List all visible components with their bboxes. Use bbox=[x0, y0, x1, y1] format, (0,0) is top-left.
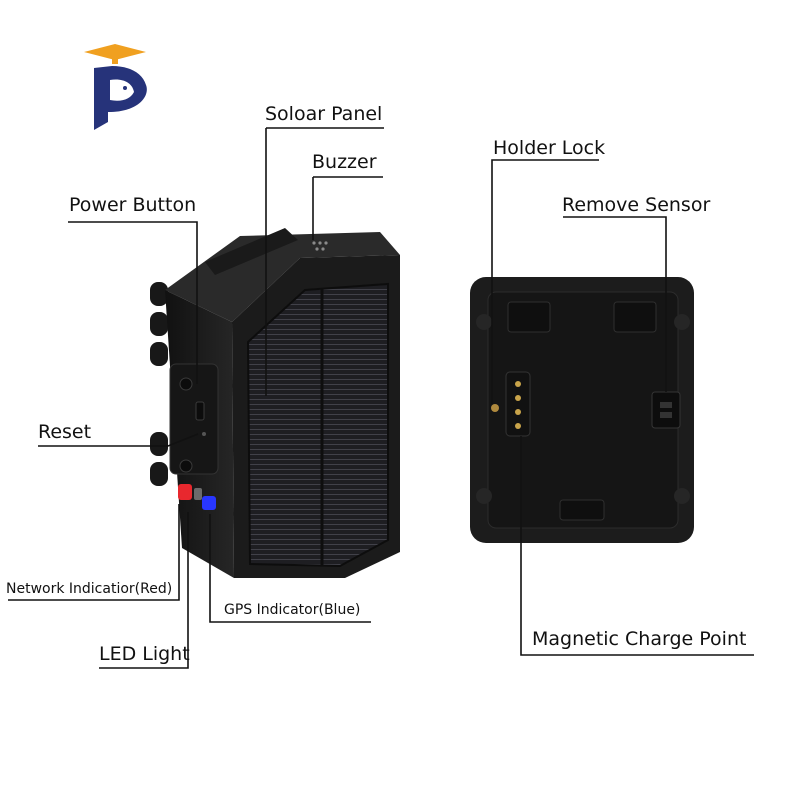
dog-eye-icon bbox=[123, 86, 127, 90]
leader-gps bbox=[209, 514, 371, 623]
label-solar-panel: Soloar Panel bbox=[265, 103, 383, 125]
dog-head-icon bbox=[110, 79, 134, 101]
reset-pinhole-icon bbox=[202, 432, 206, 436]
leader-lines bbox=[8, 127, 754, 669]
top-clip bbox=[205, 228, 298, 275]
leader-reset bbox=[38, 433, 199, 447]
mount-slots bbox=[507, 301, 657, 521]
leader-network bbox=[8, 504, 180, 601]
label-holder-lock: Holder Lock bbox=[493, 137, 606, 159]
led-light-icon bbox=[194, 488, 202, 500]
brand-logo bbox=[84, 44, 147, 130]
led-blue-icon bbox=[202, 496, 216, 510]
power-button-icon bbox=[179, 377, 193, 391]
leader-power bbox=[68, 221, 198, 384]
led-red-icon bbox=[178, 484, 192, 500]
label-remove-sensor: Remove Sensor bbox=[562, 194, 711, 216]
leader-holder bbox=[491, 159, 599, 404]
label-power-button: Power Button bbox=[69, 194, 197, 216]
cap-base bbox=[112, 56, 118, 64]
screw-icon bbox=[179, 459, 193, 473]
magnetic-connector bbox=[505, 371, 531, 437]
label-buzzer: Buzzer bbox=[312, 151, 377, 173]
label-gps-indicator: GPS Indicator(Blue) bbox=[224, 602, 361, 618]
leader-remove bbox=[563, 216, 667, 392]
graduation-cap-icon bbox=[84, 44, 146, 60]
control-panel bbox=[169, 363, 219, 475]
charge-pins-icon bbox=[515, 381, 521, 429]
device-back-view bbox=[470, 277, 694, 543]
leader-magnetic bbox=[520, 436, 754, 656]
label-reset: Reset bbox=[38, 421, 92, 443]
solar-panel bbox=[246, 282, 389, 568]
label-network-indicator: Network Indicatior(Red) bbox=[6, 581, 173, 597]
label-magnetic-charge-point: Magnetic Charge Point bbox=[532, 628, 747, 650]
leader-led bbox=[99, 512, 189, 669]
sim-slot bbox=[195, 401, 205, 421]
side-ribs bbox=[150, 282, 168, 486]
corner-screws bbox=[476, 314, 690, 504]
label-led-light: LED Light bbox=[99, 643, 190, 665]
holder-lock-icon bbox=[491, 404, 499, 412]
device-front-view bbox=[150, 228, 400, 578]
remove-sensor-icon bbox=[651, 391, 681, 429]
buzzer-holes bbox=[312, 241, 328, 251]
